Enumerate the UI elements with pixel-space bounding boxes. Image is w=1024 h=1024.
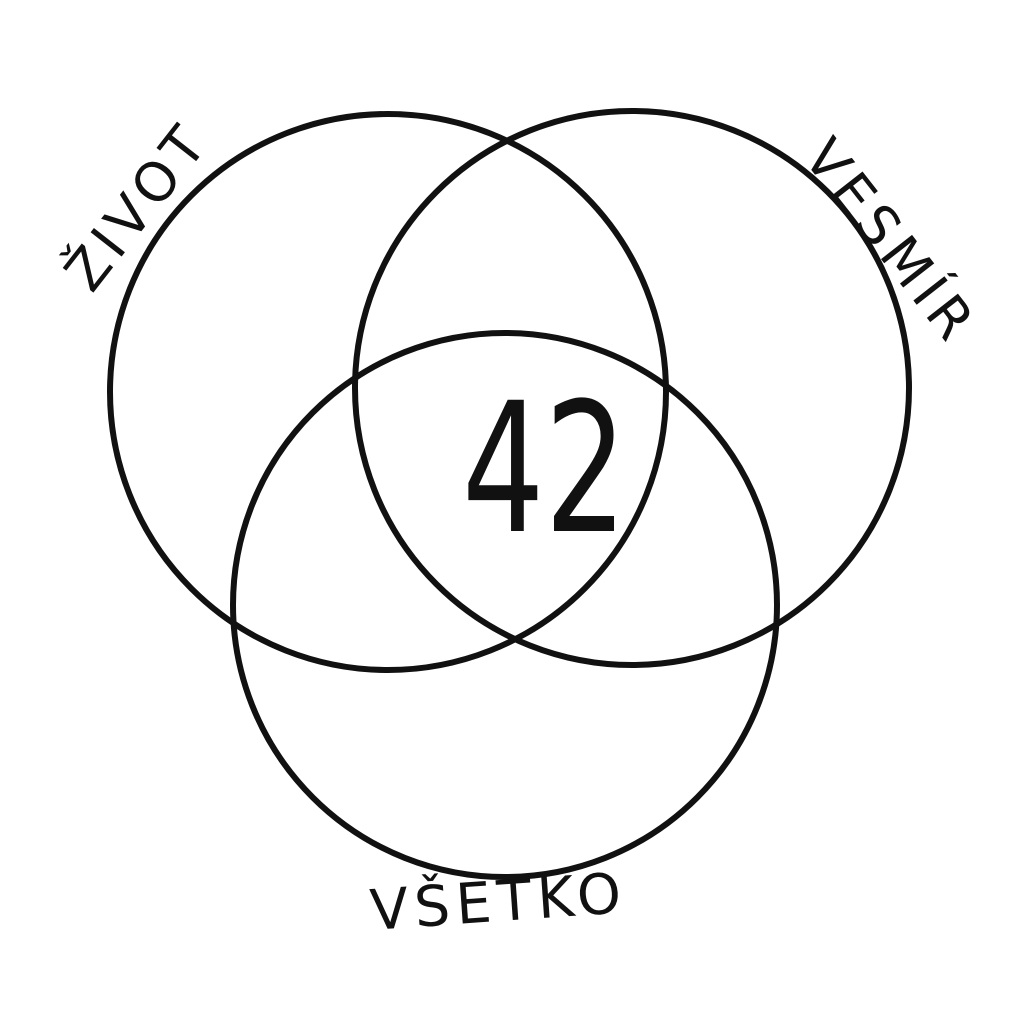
circle-vesmir: [352, 108, 912, 668]
intersection-label: 42: [462, 365, 627, 574]
circle-zivot: [107, 111, 669, 673]
circle-vsetko: [230, 330, 780, 880]
